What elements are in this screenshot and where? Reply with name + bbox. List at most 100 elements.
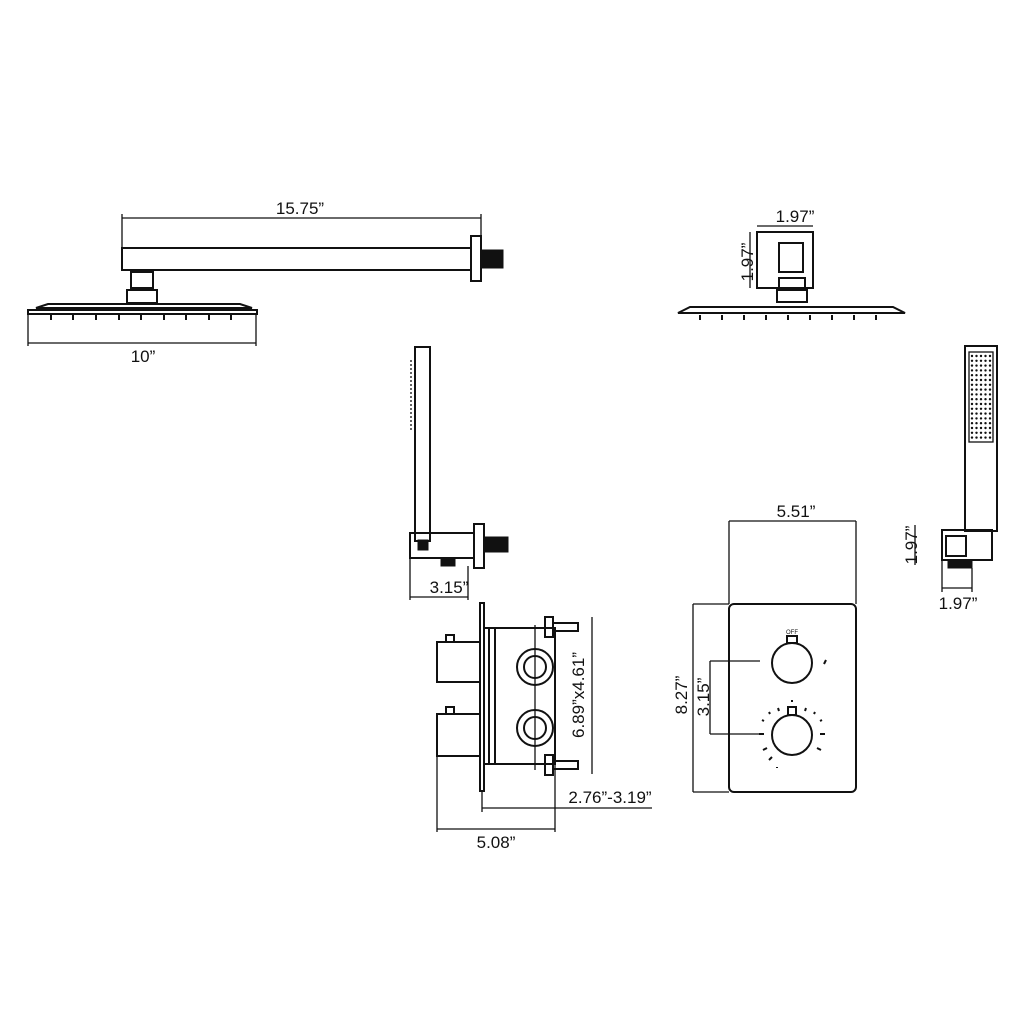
spray-nozzle-dot: [979, 436, 983, 439]
trim-width-label: 5.51”: [777, 502, 816, 521]
holder-flange: [473, 523, 485, 569]
shower-head-front-view: 1.97” 1.97”: [677, 207, 906, 320]
rain-head-plate: [27, 309, 258, 315]
handheld-side-view: 3.15”: [409, 346, 509, 600]
valve-body-side-view: 6.89”x4.61” 2.76”-3.19” 5.08”: [436, 602, 652, 852]
arm-length-label: 15.75”: [276, 199, 325, 218]
spray-nozzle-dot: [979, 407, 983, 410]
spray-nozzle-dot: [988, 383, 992, 386]
cartridge-stem: [445, 634, 455, 643]
knob-indicator: [786, 635, 798, 644]
spray-nozzle-dot: [975, 431, 978, 434]
spray-nozzle-dot: [970, 407, 974, 410]
thermostat-knob: [771, 714, 813, 756]
rain-head-nozzles: [699, 315, 877, 320]
hose-nut: [947, 559, 973, 569]
spray-nozzle-dot: [984, 374, 987, 377]
spray-nozzle-dot: [975, 436, 978, 439]
rain-head-plate: [677, 306, 906, 314]
spray-nozzle-dot: [975, 383, 978, 386]
spray-nozzle-dot: [984, 354, 987, 358]
spray-nozzle-dot: [975, 374, 978, 377]
spray-nozzle-grid: [970, 354, 992, 439]
spray-nozzle-dot: [970, 412, 974, 415]
hand-shower-handle: [414, 346, 431, 542]
spray-nozzle-dot: [970, 398, 974, 401]
spray-nozzle-dot: [984, 402, 987, 406]
trim-height-label: 8.27”: [672, 675, 691, 714]
spray-nozzle-dot: [979, 369, 983, 372]
valve-mounting-plate: [479, 602, 485, 792]
box-size-label: 6.89”x4.61”: [569, 652, 588, 738]
spray-nozzle-dot: [988, 388, 992, 391]
cartridge-upper: [436, 641, 481, 683]
spray-nozzle-dot: [979, 383, 983, 386]
spray-nozzle-dot: [975, 369, 978, 372]
holder-socket: [945, 535, 967, 557]
spray-nozzle-dot: [970, 426, 974, 430]
spray-nozzle-dot: [979, 374, 983, 377]
spray-nozzle-dot: [975, 407, 978, 410]
spray-nozzle-dot: [988, 359, 992, 362]
rain-head-nozzles: [50, 315, 232, 320]
spray-nozzle-dot: [988, 378, 992, 382]
temperature-scale-ticks: [759, 700, 825, 768]
knob-indicator: [787, 706, 797, 716]
head-connector: [130, 271, 154, 289]
spray-nozzle-dot: [975, 422, 978, 425]
spray-nozzle-dot: [975, 417, 978, 420]
spray-nozzle-dot: [988, 398, 992, 401]
spray-nozzle-dot: [984, 426, 987, 430]
spray-nozzle-dot: [970, 354, 974, 358]
spray-nozzle-dot: [970, 364, 974, 367]
spray-nozzle-dot: [979, 422, 983, 425]
spray-nozzle-dot: [988, 412, 992, 415]
spray-nozzle-dot: [970, 369, 974, 372]
hose-nut: [440, 558, 456, 567]
spray-nozzle-dot: [979, 402, 983, 406]
spray-nozzle-dot: [970, 436, 974, 439]
knob-off-label: OFF: [786, 630, 798, 636]
spray-nozzle-dot: [984, 436, 987, 439]
spray-nozzle-dot: [975, 426, 978, 430]
shower-arm: [121, 247, 472, 271]
mounting-pin: [552, 760, 579, 770]
spray-nozzle-dot: [984, 422, 987, 425]
spray-nozzle-dot: [979, 388, 983, 391]
spray-nozzle-dot: [984, 369, 987, 372]
spray-nozzle-dot: [975, 402, 978, 406]
spray-nozzle-dot: [988, 402, 992, 406]
spray-nozzle-dot: [988, 369, 992, 372]
spray-nozzle-dot: [984, 388, 987, 391]
spray-nozzle-dot: [984, 417, 987, 420]
spray-nozzle-dot: [979, 398, 983, 401]
valve-collar: [484, 627, 496, 765]
cartridge-lower: [436, 713, 481, 757]
spray-nozzle-dot: [979, 417, 983, 420]
spray-nozzle-dot: [988, 431, 992, 434]
spray-nozzle-dot: [988, 393, 992, 396]
knob-spacing-label: 3.15”: [694, 677, 713, 716]
spray-nozzle-dot: [975, 393, 978, 396]
spray-nozzle-dot: [975, 359, 978, 362]
spray-nozzle-dot: [984, 398, 987, 401]
spray-nozzle-dot: [979, 393, 983, 396]
head-width-label: 10”: [131, 347, 156, 366]
head-nut: [776, 289, 808, 303]
tick-mark: [823, 659, 827, 665]
holder-height-label: 1.97”: [902, 525, 921, 564]
spray-nozzle-dot: [970, 393, 974, 396]
rain-head-top: [35, 303, 253, 309]
holder-width-label: 1.97”: [939, 594, 978, 613]
arm-thread: [480, 249, 504, 269]
handheld-front-view: 1.97” 1.97”: [902, 345, 998, 613]
trim-plate-front-view: 5.51” 8.27” 3.15” OFF: [672, 502, 857, 793]
spray-nozzle-dot: [988, 354, 992, 358]
spray-face: [968, 351, 994, 443]
spray-nozzle-dot: [984, 431, 987, 434]
spray-nozzle-dot: [970, 388, 974, 391]
spray-nozzle-dot: [979, 412, 983, 415]
flange-height-label: 1.97”: [738, 242, 757, 281]
diverter-knob: [771, 642, 813, 684]
